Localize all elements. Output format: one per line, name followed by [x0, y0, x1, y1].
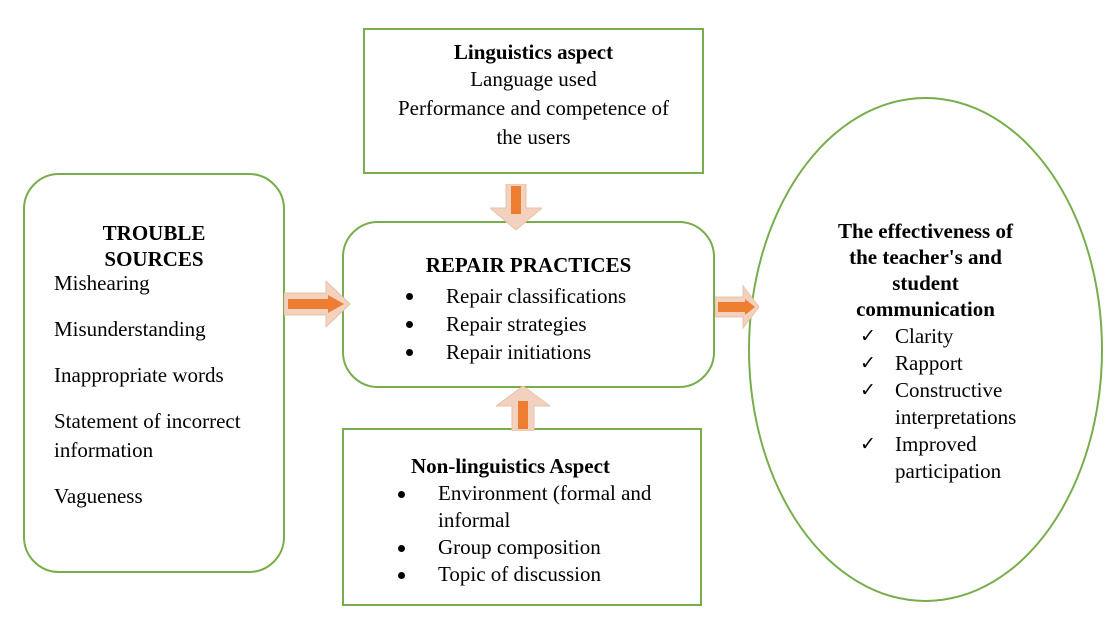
- trouble-sources-title: TROUBLE: [102, 221, 206, 245]
- non-linguistics-item: Group composition: [398, 534, 688, 561]
- effectiveness-title: The effectiveness of: [838, 219, 1013, 243]
- trouble-source-item: Vagueness: [54, 484, 143, 508]
- arrow-up-icon: [496, 386, 550, 431]
- linguistics-aspect-title: Linguistics aspect: [453, 40, 614, 64]
- non-linguistics-item: Environment (formal and informal: [398, 480, 688, 534]
- effectiveness-item: ✓Constructive interpretations: [860, 378, 1017, 429]
- effectiveness-title: student: [892, 271, 959, 295]
- non-linguistics-aspect-title: Non-linguistics Aspect: [411, 454, 610, 478]
- linguistics-line: Performance and competence of: [397, 96, 670, 120]
- trouble-source-item: Statement of incorrect information: [54, 409, 241, 462]
- check-icon: ✓: [860, 380, 876, 401]
- non-linguistics-item: Topic of discussion: [398, 561, 688, 588]
- effectiveness-item: ✓Improved participation: [860, 432, 1002, 483]
- non-linguistics-aspect-box: Non-linguistics Aspect Environment (form…: [342, 428, 702, 606]
- trouble-source-item: Misunderstanding: [54, 317, 206, 341]
- arrow-right-icon: [715, 284, 759, 330]
- check-icon: ✓: [860, 353, 876, 374]
- trouble-source-item: Inappropriate words: [54, 363, 224, 387]
- arrow-right-icon: [284, 281, 350, 327]
- effectiveness-item: ✓Rapport: [860, 351, 963, 375]
- repair-practices-box: REPAIR PRACTICES Repair classifications …: [342, 221, 715, 388]
- effectiveness-title: the teacher's and: [849, 245, 1002, 269]
- arrow-down-icon: [490, 184, 542, 230]
- effectiveness-item: ✓Clarity: [860, 324, 954, 348]
- repair-practice-item: Repair classifications: [406, 282, 713, 310]
- trouble-sources-title: SOURCES: [104, 247, 204, 271]
- effectiveness-title: communication: [856, 297, 995, 321]
- check-icon: ✓: [860, 326, 876, 347]
- repair-practice-item: Repair strategies: [406, 310, 713, 338]
- trouble-source-item: Mishearing: [54, 271, 150, 295]
- linguistics-line: Language used: [470, 67, 597, 91]
- check-icon: ✓: [860, 434, 876, 455]
- trouble-sources-box: TROUBLE SOURCES Mishearing Misunderstand…: [23, 173, 285, 573]
- repair-practice-item: Repair initiations: [406, 338, 713, 366]
- linguistics-aspect-box: Linguistics aspect Language used Perform…: [363, 28, 704, 174]
- linguistics-line: the users: [496, 125, 571, 149]
- effectiveness-ellipse: The effectiveness of the teacher's and s…: [748, 97, 1103, 602]
- repair-practices-title: REPAIR PRACTICES: [425, 253, 632, 277]
